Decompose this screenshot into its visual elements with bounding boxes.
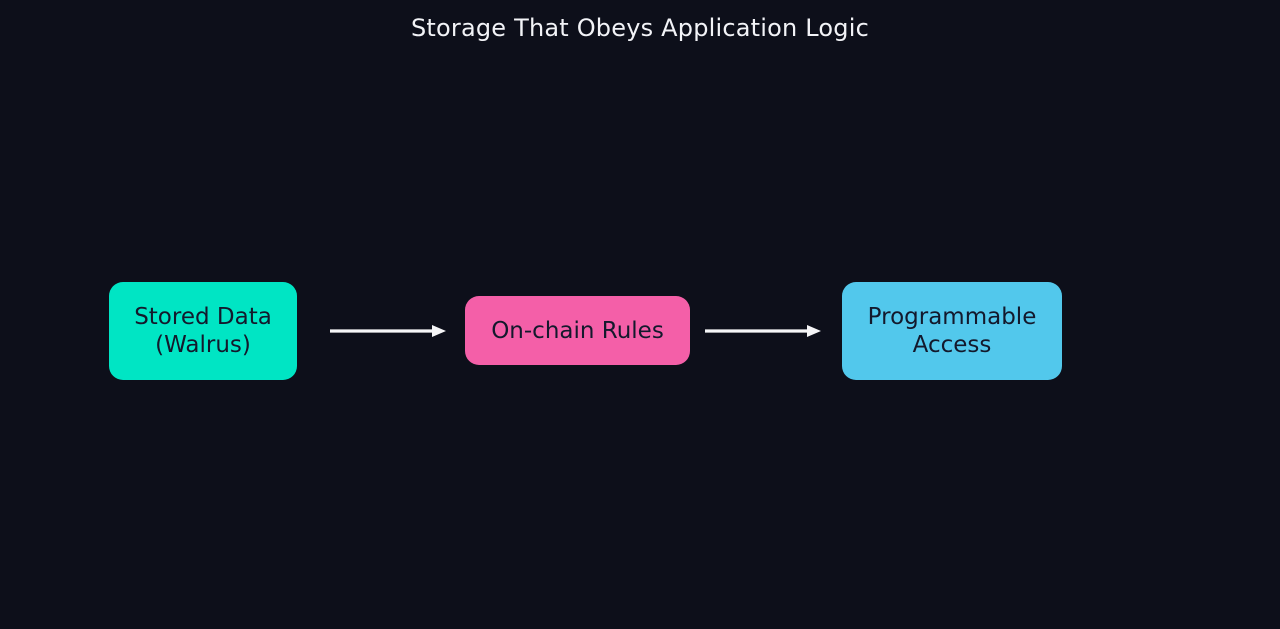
flow-node-onchain-rules-label: On-chain Rules [491, 317, 664, 344]
flow-node-programmable-access-label: Programmable Access [867, 304, 1037, 358]
flow-node-onchain-rules[interactable]: On-chain Rules [465, 296, 690, 365]
arrow-right-icon [705, 325, 821, 337]
flow-arrow-rules-to-access [703, 319, 823, 343]
arrow-right-icon [330, 325, 446, 337]
flow-node-programmable-access[interactable]: Programmable Access [842, 282, 1062, 380]
flow-arrow-stored-to-rules [328, 319, 448, 343]
flow-node-stored-data-label: Stored Data (Walrus) [134, 304, 272, 358]
diagram-title: Storage That Obeys Application Logic [410, 14, 870, 42]
flow-node-stored-data[interactable]: Stored Data (Walrus) [109, 282, 297, 380]
